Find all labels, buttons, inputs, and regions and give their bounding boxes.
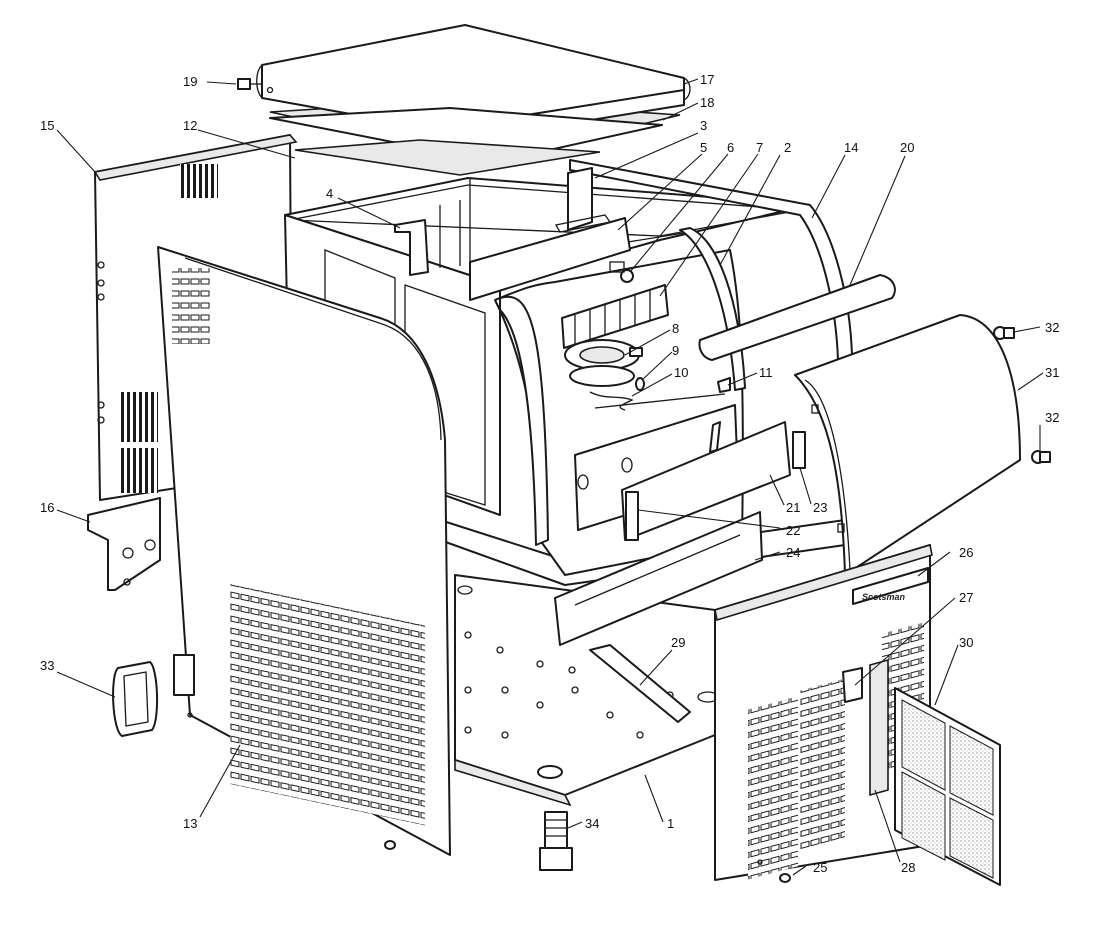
callout-10: 10 <box>674 365 688 380</box>
callout-22: 22 <box>786 523 800 538</box>
bracket-4 <box>394 219 429 276</box>
callout-5: 5 <box>700 140 707 155</box>
callout-24: 24 <box>786 545 800 560</box>
callout-15: 15 <box>40 118 54 133</box>
chute-5 <box>469 217 631 301</box>
base-pan <box>454 574 719 807</box>
trim-strip-20 <box>698 274 896 361</box>
callout-29: 29 <box>671 635 685 650</box>
screw-19 <box>237 78 262 90</box>
mounting-bracket <box>87 497 161 591</box>
screw-25 <box>779 873 791 883</box>
left-side-panel <box>157 246 451 856</box>
callout-11: 11 <box>759 365 773 380</box>
leader-lines <box>56 78 1044 876</box>
callout-20: 20 <box>900 140 914 155</box>
callout-14: 14 <box>844 140 858 155</box>
air-filter-30 <box>894 687 1001 886</box>
rail-29 <box>589 644 691 723</box>
callout-30: 30 <box>959 635 973 650</box>
callout-23: 23 <box>813 500 827 515</box>
callout-31: 31 <box>1045 365 1059 380</box>
callout-12: 12 <box>183 118 197 133</box>
callout-3: 3 <box>700 118 707 133</box>
callout-6: 6 <box>727 140 734 155</box>
knob-6 <box>609 261 634 283</box>
callout-34: 34 <box>585 816 599 831</box>
spring-clip-9 <box>635 377 645 391</box>
callout-1: 1 <box>667 816 674 831</box>
callout-7: 7 <box>756 140 763 155</box>
callout-32-lower: 32 <box>1045 410 1059 425</box>
callout-25: 25 <box>813 860 827 875</box>
callout-18: 18 <box>700 95 714 110</box>
callout-33: 33 <box>40 658 54 673</box>
fastener-32-lower <box>1031 450 1051 464</box>
insulation-sheet <box>269 107 663 176</box>
kickplate-24 <box>554 511 763 646</box>
callout-17: 17 <box>700 72 714 87</box>
callout-2: 2 <box>784 140 791 155</box>
callout-8: 8 <box>672 321 679 336</box>
callout-13: 13 <box>183 816 197 831</box>
callout-16: 16 <box>40 500 54 515</box>
callout-19: 19 <box>183 74 197 89</box>
fastener-32-upper <box>993 326 1015 340</box>
funnel-8 <box>564 339 643 387</box>
fitting-34 <box>539 811 573 871</box>
callout-21: 21 <box>786 500 800 515</box>
front-door-31 <box>794 314 1021 576</box>
callout-32-upper: 32 <box>1045 320 1059 335</box>
ice-deflector-7 <box>561 284 669 349</box>
strip-23 <box>792 431 806 469</box>
sensor-11 <box>717 377 731 393</box>
screw-bottom-left <box>384 840 396 850</box>
callout-27: 27 <box>959 590 973 605</box>
strip-22 <box>625 491 639 541</box>
callout-labels: 1 2 3 4 5 6 7 8 9 10 11 12 13 14 15 16 1… <box>40 72 1059 875</box>
wire-10 <box>589 391 726 411</box>
strip-21 <box>621 421 791 541</box>
callout-28: 28 <box>901 860 915 875</box>
callout-9: 9 <box>672 343 679 358</box>
gasket-33 <box>112 661 159 737</box>
brand-label: Scotsman <box>862 592 906 602</box>
callout-4: 4 <box>326 186 333 201</box>
callout-26: 26 <box>959 545 973 560</box>
